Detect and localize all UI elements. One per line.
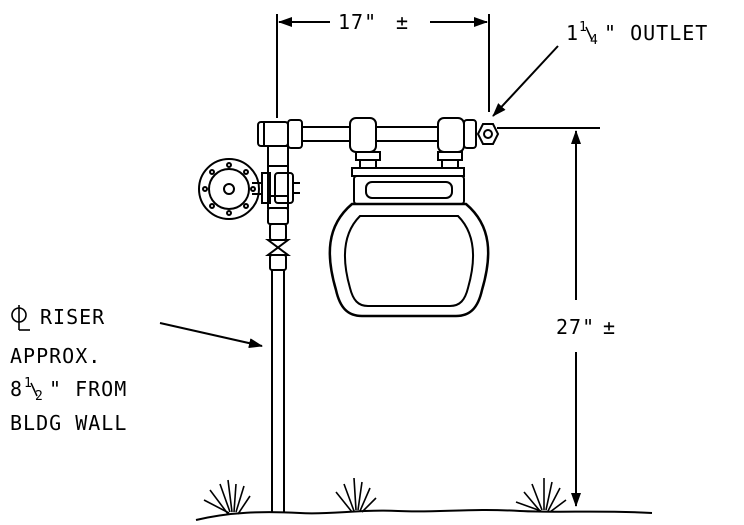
meter-top-housing	[353, 175, 465, 205]
pressure-regulator	[198, 158, 262, 220]
height-tolerance: ±	[603, 315, 616, 339]
meter-case-outer	[328, 202, 490, 318]
meter-top-bar	[351, 167, 465, 177]
outlet-leader-arrow	[492, 45, 559, 117]
meter-inlet-union	[349, 117, 377, 153]
riser-building-wall: BLDG WALL	[10, 411, 127, 435]
grass-tuft-icon	[335, 477, 377, 513]
riser-distance-numerator: 1	[24, 376, 33, 391]
meter-swivels	[351, 151, 465, 177]
header-pipe	[257, 117, 500, 153]
outlet-callout: 1 1 4 " OUTLET	[492, 20, 708, 117]
riser-distance-whole: 8	[10, 377, 23, 401]
gas-meter	[328, 175, 490, 318]
grass-tuft-icon	[203, 479, 251, 515]
width-dimension: 17" ±	[276, 10, 490, 118]
outlet-size-denominator: 4	[590, 33, 599, 48]
riser-distance-rest: " FROM	[49, 377, 127, 401]
meter-outlet-union	[437, 117, 465, 153]
outlet-label: " OUTLET	[604, 21, 708, 45]
width-dimension-label: 17"	[338, 10, 377, 34]
centerline-symbol	[11, 305, 30, 331]
grass-tufts	[203, 477, 567, 515]
inlet-pipe	[261, 145, 300, 209]
shutoff-valve-icon	[265, 239, 291, 256]
riser-coupling	[269, 254, 287, 271]
regulator-bolt-holes	[202, 162, 256, 216]
riser-leader-arrow	[159, 322, 263, 349]
outlet-size-numerator: 1	[579, 20, 588, 35]
outlet-size-whole: 1	[566, 21, 579, 45]
grass-tuft-icon	[515, 478, 567, 513]
riser-distance-denominator: 2	[35, 389, 44, 404]
width-tolerance: ±	[396, 10, 409, 34]
inlet-elbow	[257, 121, 289, 147]
riser-pipe	[265, 207, 291, 512]
ground-line	[195, 509, 653, 521]
height-dimension-label: 27"	[556, 315, 595, 339]
height-dimension: 27" ±	[497, 127, 616, 507]
outlet-fraction-bar	[585, 26, 593, 41]
riser-approx: APPROX.	[10, 344, 101, 368]
riser-callout: RISER APPROX. 8 1 2 " FROM BLDG WALL	[10, 305, 263, 435]
riser-label: RISER	[40, 305, 105, 329]
riser-fraction-bar	[30, 382, 38, 397]
meter-case-inner	[343, 215, 475, 307]
outlet-hex-plug-icon	[476, 123, 500, 145]
meter-index-window	[365, 181, 453, 199]
